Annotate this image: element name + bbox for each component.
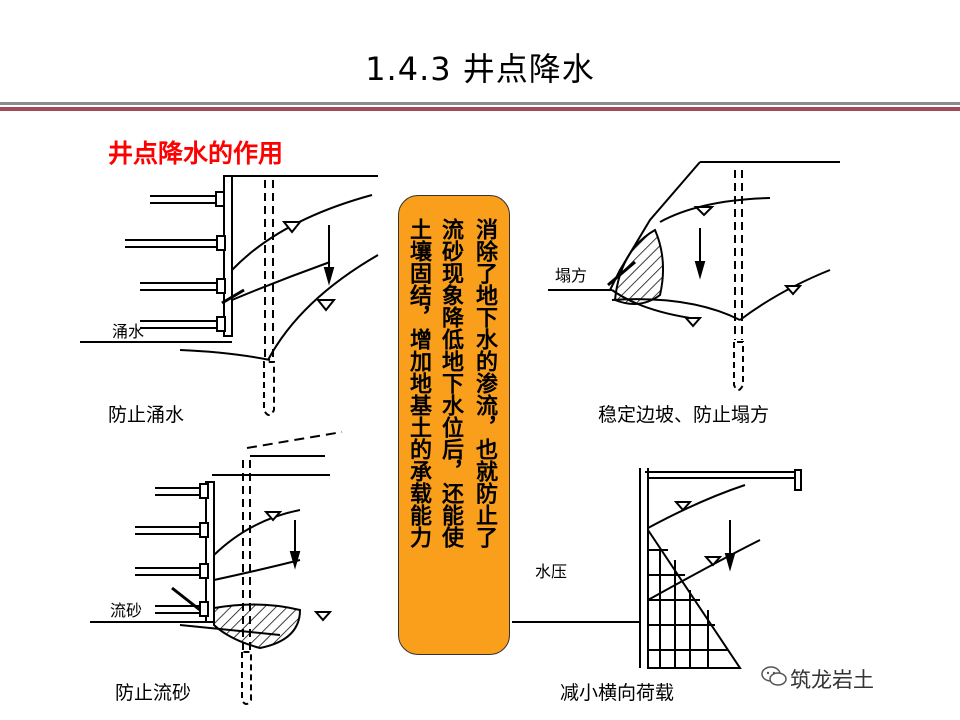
explanation-line-3: 土壤固结，增加地基土的承载能力 [406,218,431,548]
wechat-icon [761,666,787,686]
page-title: 1.4.3 井点降水 [365,50,595,88]
label-water-pressure: 水压 [535,562,568,581]
caption-prevent-water-inflow: 防止涌水 [108,404,185,426]
diagram-prevent-quicksand [90,431,343,705]
caption-reduce-lateral-load: 减小横向荷载 [560,682,675,704]
diagram-stabilize-slope [548,161,840,391]
label-water-inflow: 涌水 [112,322,145,341]
title-rule-gray [0,102,960,105]
diagram-prevent-water-inflow [80,175,379,416]
diagram-reduce-lateral-load [512,468,802,669]
explanation-line-2: 流砂现象降低地下水位后，还能使 [438,218,463,548]
watermark: 筑龙岩土 [790,668,874,692]
explanation-line-1: 消除了地下水的渗流，也就防止了 [472,218,497,548]
label-collapse: 塌方 [555,266,588,285]
section-subtitle: 井点降水的作用 [108,139,284,168]
caption-prevent-quicksand: 防止流砂 [115,682,192,704]
title-rule-maroon [0,107,960,111]
center-explanation-box: 消除了地下水的渗流，也就防止了 流砂现象降低地下水位后，还能使 土壤固结，增加地… [398,195,510,655]
caption-stabilize-slope: 稳定边坡、防止塌方 [598,404,770,426]
label-quicksand: 流砂 [110,601,143,620]
